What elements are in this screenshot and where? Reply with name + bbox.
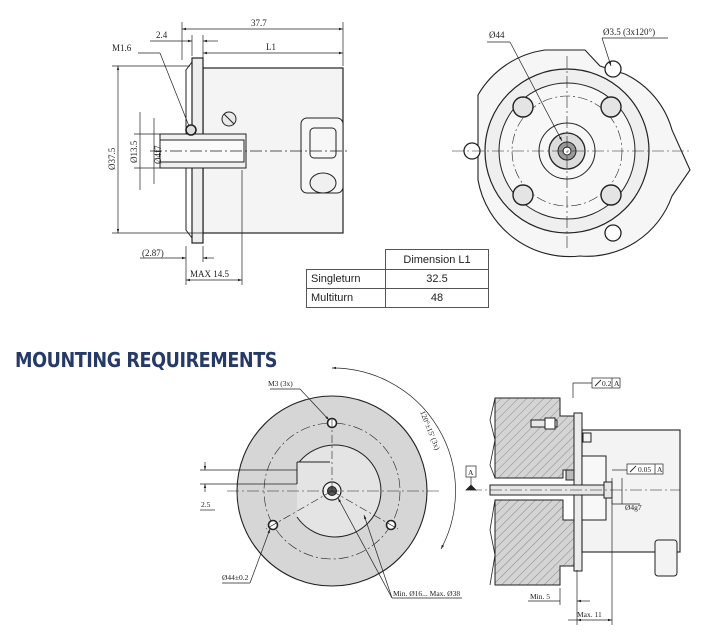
dim-screws: M3 (3x) — [268, 379, 293, 388]
dim-thread: M1.6 — [112, 43, 132, 53]
mounting-front-view — [227, 366, 456, 587]
mounting-section-annotations — [465, 377, 664, 625]
datum-2: A — [657, 465, 663, 474]
dim-max-depth: Max. 11 — [577, 610, 602, 619]
tol-1: 0.2 — [602, 379, 612, 388]
dim-max-length: MAX 14.5 — [190, 269, 230, 279]
mounting-section-view — [470, 397, 681, 586]
front-view-leaders — [487, 37, 668, 142]
dim-body-diameter: Ø37.5 — [107, 147, 117, 170]
dim-outer-diameter: Ø44 — [489, 30, 505, 40]
dim-shaft: Ø4g7 — [625, 503, 642, 512]
dimension-table: Dimension L1 Singleturn 32.5 Multiturn 4… — [305, 249, 489, 308]
dim-overall-length: 37.7 — [251, 18, 267, 28]
dim-bore-range: Min. Ø16... Max. Ø38 — [393, 589, 460, 598]
table-row-label: Singleturn — [305, 269, 387, 289]
side-view — [150, 57, 350, 244]
dim-min-depth: Min. 5 — [530, 592, 550, 601]
dim-pilot-diameter: Ø13.5 — [129, 140, 139, 163]
table-header: Dimension L1 — [385, 249, 489, 270]
datum-label: A — [468, 468, 474, 477]
dim-slot: 2.5 — [201, 500, 211, 509]
table-row: Singleturn 32.5 — [305, 269, 489, 289]
tol-2: 0.05 — [638, 465, 651, 474]
table-row-value: 48 — [385, 288, 489, 308]
dim-flange-thickness: 2.4 — [156, 30, 168, 40]
section-title: MOUNTING REQUIREMENTS — [15, 348, 278, 372]
table-row-value: 32.5 — [385, 269, 489, 289]
table-corner — [306, 249, 387, 270]
table-row-label: Multiturn — [305, 288, 387, 308]
datum-1: A — [614, 379, 620, 388]
table-row: Multiturn 48 — [305, 288, 489, 308]
dim-shaft-diameter: Ø4f7 — [153, 145, 163, 164]
mounting-front-leaders — [200, 388, 462, 599]
front-view — [452, 49, 691, 258]
dim-recess: (2.87) — [142, 248, 164, 258]
side-view-dimensions — [112, 22, 344, 285]
dim-pcd: Ø44±0.2 — [222, 573, 249, 582]
dim-holes: Ø3.5 (3x120°) — [603, 27, 655, 37]
dim-l1: L1 — [266, 42, 276, 52]
